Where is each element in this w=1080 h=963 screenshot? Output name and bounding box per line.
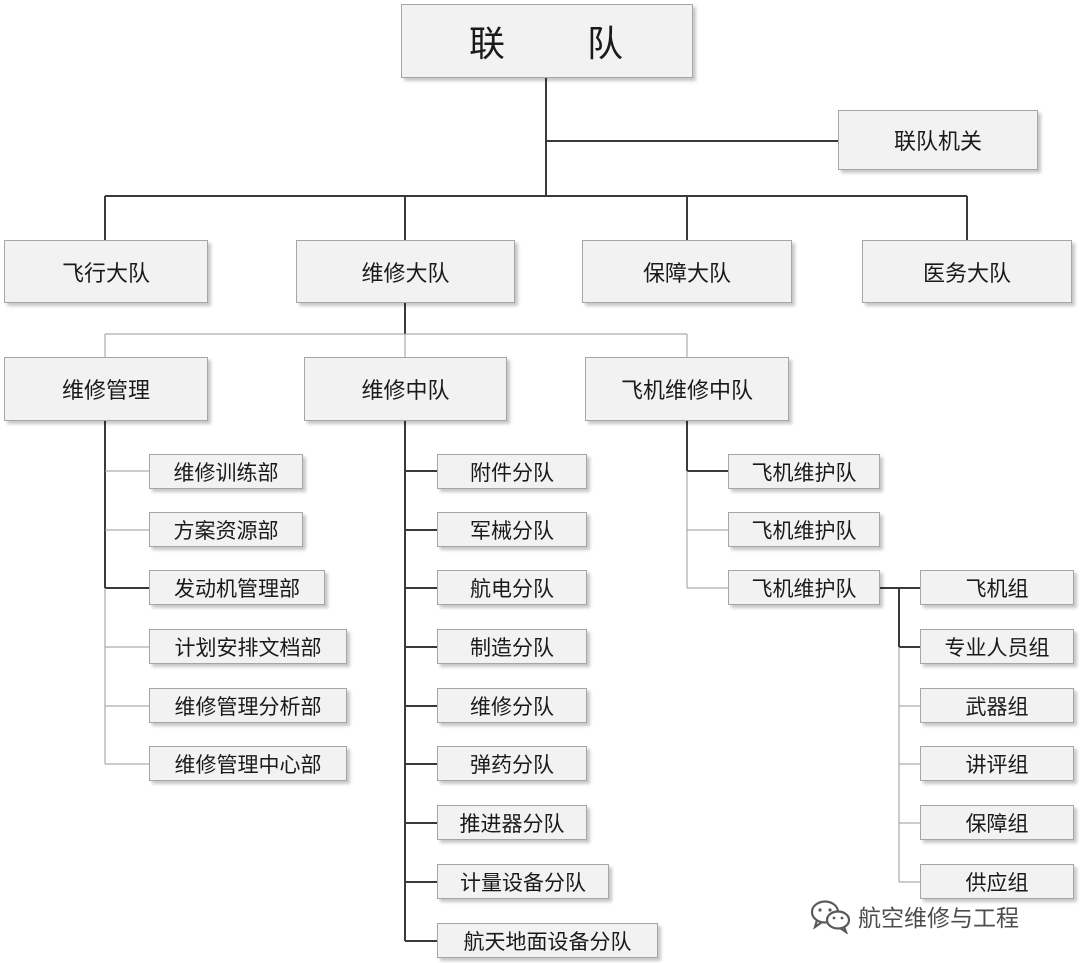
watermark: 航空维修与工程 [810,896,1019,936]
watermark-text: 航空维修与工程 [858,906,1019,932]
node-aircraft-unit: 飞机维护队 [728,570,880,605]
node-medical-group: 医务大队 [862,240,1072,303]
node-aircraft-maintenance-squadron: 飞机维修中队 [585,357,789,421]
root-label-part1: 联 [468,24,507,65]
wechat-icon [810,900,851,934]
node-flight: 维修分队 [437,688,587,723]
node-flight: 制造分队 [437,629,587,664]
node-team: 讲评组 [920,746,1074,781]
node-team: 供应组 [920,864,1074,899]
node-hq: 联队机关 [838,110,1038,170]
node-flight: 航天地面设备分队 [437,923,658,958]
node-maintenance-management: 维修管理 [4,357,208,421]
node-mgmt-dept: 维修管理中心部 [149,746,347,781]
node-team: 保障组 [920,805,1074,840]
node-team: 专业人员组 [920,629,1074,664]
node-mgmt-dept: 维修管理分析部 [149,688,347,723]
node-mgmt-dept: 发动机管理部 [149,570,325,605]
node-support-group: 保障大队 [582,240,792,303]
node-mgmt-dept: 维修训练部 [149,454,303,489]
node-aircraft-unit: 飞机维护队 [728,454,880,489]
node-flight-group: 飞行大队 [4,240,208,303]
node-flight: 弹药分队 [437,746,587,781]
node-root: 联队 [401,4,693,78]
node-flight: 推进器分队 [437,805,587,840]
node-flight: 航电分队 [437,570,587,605]
node-mgmt-dept: 方案资源部 [149,512,303,547]
node-flight: 军械分队 [437,512,587,547]
node-maintenance-squadron: 维修中队 [304,357,507,421]
node-flight: 附件分队 [437,454,587,489]
node-mgmt-dept: 计划安排文档部 [149,629,347,664]
node-aircraft-unit: 飞机维护队 [728,512,880,547]
node-team: 武器组 [920,688,1074,723]
root-label-part2: 队 [587,24,626,65]
node-flight: 计量设备分队 [437,864,609,899]
node-maintenance-group: 维修大队 [296,240,515,303]
node-team: 飞机组 [920,570,1074,605]
